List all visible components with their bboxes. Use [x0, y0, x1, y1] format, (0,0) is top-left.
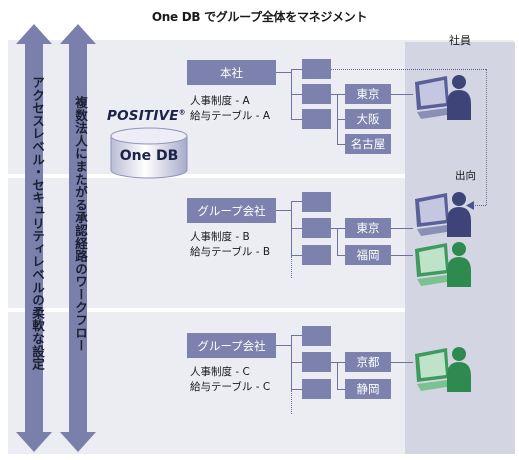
right-double-arrow [60, 24, 96, 452]
dept-box [302, 352, 331, 372]
transfer-arrowhead-icon [466, 201, 474, 210]
company-info-honsha: 人事制度 - A 給与テーブル - A [190, 94, 270, 124]
hr-system-label: 人事制度 - B [190, 231, 250, 243]
employee-blue-icon [415, 192, 471, 237]
dept-box [302, 218, 331, 238]
database-icon [110, 127, 188, 179]
salary-table-label: 給与テーブル - A [190, 110, 271, 122]
double-arrows [16, 24, 96, 452]
branch-tokyo: 東京 [345, 84, 391, 104]
company-info-group-c: 人事制度 - C 給与テーブル - C [190, 365, 270, 395]
branch-fukuoka: 福岡 [345, 245, 391, 265]
dept-box [302, 245, 331, 265]
page-title: One DB でグループ全体をマネジメント [151, 10, 368, 24]
db-brand: POSITIVE® [107, 108, 186, 124]
left-double-arrow [16, 24, 52, 452]
hr-system-label: 人事制度 - C [190, 366, 250, 378]
branch-osaka: 大阪 [345, 109, 391, 129]
transfer-label: 出向 [455, 170, 476, 182]
dept-box [302, 326, 331, 346]
dept-box [302, 192, 331, 212]
branch-shizuoka: 静岡 [345, 379, 391, 399]
branch-kyoto: 京都 [345, 352, 391, 372]
right-arrow-text: 複数法人にまたがる承認経路のワークフロー [73, 96, 88, 352]
employee-header: 社員 [449, 34, 471, 47]
dept-box [302, 84, 331, 104]
company-box-group-c: グループ会社 [187, 333, 276, 358]
hr-system-label: 人事制度 - A [190, 95, 250, 107]
dept-box [302, 59, 331, 79]
salary-table-label: 給与テーブル - C [190, 381, 271, 393]
salary-table-label: 給与テーブル - B [190, 246, 271, 258]
employee-green-icon [415, 347, 471, 392]
dept-box [302, 379, 331, 399]
employee-blue-icon [415, 75, 471, 120]
db-brand-name: POSITIVE [107, 108, 179, 124]
dept-box [302, 109, 331, 129]
db-registered-mark: ® [178, 108, 186, 117]
company-box-group-b: グループ会社 [187, 198, 276, 223]
company-info-group-b: 人事制度 - B 給与テーブル - B [190, 230, 270, 260]
company-box-honsha: 本社 [187, 60, 276, 85]
branch-tokyo: 東京 [345, 218, 391, 238]
left-arrow-text: アクセスレベル・セキュリティレベルの柔軟な設定 [30, 76, 45, 371]
db-label: One DB [119, 148, 179, 164]
employee-green-icon [415, 242, 471, 287]
branch-nagoya: 名古屋 [345, 134, 391, 154]
